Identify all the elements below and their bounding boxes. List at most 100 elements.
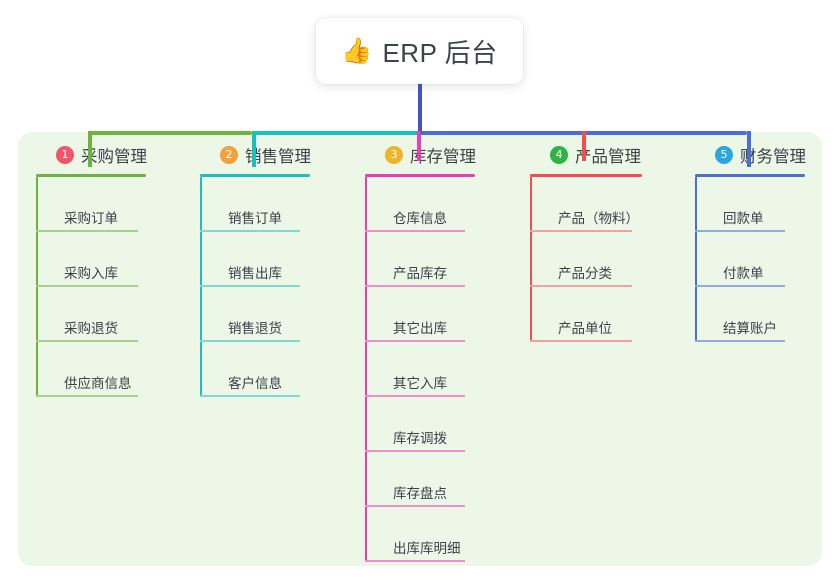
branch-item[interactable]: 产品分类 (530, 232, 642, 287)
branch-drop-line (747, 131, 751, 167)
branch-item-label: 销售出库 (228, 266, 282, 281)
branch-item[interactable]: 采购入库 (36, 232, 147, 287)
branch-item[interactable]: 销售退货 (200, 287, 311, 342)
branch-item-list: 产品（物料） 产品分类产品单位 (530, 177, 642, 342)
branch-item[interactable]: 库存调拨 (365, 397, 476, 452)
branch-item-rule (695, 340, 785, 342)
branch-item[interactable]: 其它出库 (365, 287, 476, 342)
branch-column-1: 1 采购管理采购订单采购入库采购退货供应商信息 (36, 140, 147, 397)
branch-item-label: 出库库明细 (393, 541, 461, 556)
branch-drop-line (582, 131, 586, 161)
branch-item-rule (200, 230, 300, 232)
bus-segment (88, 131, 252, 135)
branch-item-label: 销售退货 (228, 321, 282, 336)
branch-column-5: 5 财务管理回款单付款单结算账户 (695, 140, 806, 342)
branch-spine-line (365, 177, 367, 562)
branch-item-rule (530, 340, 632, 342)
branch-item-label: 其它入库 (393, 376, 447, 391)
branch-header[interactable]: 2 销售管理 (200, 140, 311, 170)
branch-item-label: 销售订单 (228, 211, 282, 226)
branch-item-label: 结算账户 (723, 321, 777, 336)
branch-item-label: 回款单 (723, 211, 764, 226)
branch-number-badge: 4 (550, 146, 568, 164)
branch-header-rule (695, 174, 805, 177)
branch-header[interactable]: 3 库存管理 (365, 140, 476, 170)
branch-item-rule (365, 230, 465, 232)
root-title: ERP 后台 (382, 37, 498, 68)
branch-item-list: 回款单付款单结算账户 (695, 177, 806, 342)
branch-item[interactable]: 产品（物料） (530, 177, 642, 232)
branch-item-list: 仓库信息产品库存其它出库其它入库库存调拨库存盘点出库库明细 (365, 177, 476, 562)
thumbs-up-icon: 👍 (341, 36, 373, 65)
branch-item[interactable]: 付款单 (695, 232, 806, 287)
branch-column-3: 3 库存管理仓库信息产品库存其它出库其它入库库存调拨库存盘点出库库明细 (365, 140, 476, 562)
branch-item-rule (365, 505, 465, 507)
branch-header[interactable]: 5 财务管理 (695, 140, 806, 170)
branch-header-rule (365, 174, 475, 177)
branch-number-badge: 3 (385, 146, 403, 164)
branch-spine-line (530, 177, 532, 342)
branch-title: 采购管理 (81, 148, 147, 166)
branch-item-rule (200, 395, 300, 397)
branch-item-label: 产品（物料） (558, 211, 639, 226)
branch-item-rule (36, 340, 138, 342)
branch-item-label: 产品库存 (393, 266, 447, 281)
bus-segment (252, 131, 418, 135)
branch-item-rule (530, 285, 632, 287)
branch-title: 财务管理 (740, 148, 806, 166)
branch-header[interactable]: 4 产品管理 (530, 140, 642, 170)
branch-item[interactable]: 销售出库 (200, 232, 311, 287)
branch-item[interactable]: 出库库明细 (365, 507, 476, 562)
branch-header-rule (200, 174, 310, 177)
branch-title: 产品管理 (575, 148, 641, 166)
branch-header[interactable]: 1 采购管理 (36, 140, 147, 170)
branch-column-2: 2 销售管理销售订单销售出库销售退货客户信息 (200, 140, 311, 397)
branch-item-rule (200, 340, 300, 342)
branch-drop-line (252, 131, 256, 167)
branch-title: 库存管理 (410, 148, 476, 166)
branch-number-badge: 5 (715, 146, 733, 164)
branch-number-badge: 2 (220, 146, 238, 164)
branch-column-4: 4 产品管理产品（物料） 产品分类产品单位 (530, 140, 642, 342)
branch-item-rule (365, 285, 465, 287)
branch-item-label: 采购入库 (64, 266, 118, 281)
branch-item[interactable]: 仓库信息 (365, 177, 476, 232)
branch-item[interactable]: 销售订单 (200, 177, 311, 232)
branch-item[interactable]: 客户信息 (200, 342, 311, 397)
branch-item-label: 供应商信息 (64, 376, 132, 391)
branch-item-label: 付款单 (723, 266, 764, 281)
branch-title: 销售管理 (245, 148, 311, 166)
root-connector-vertical (418, 84, 422, 134)
branch-item-list: 采购订单采购入库采购退货供应商信息 (36, 177, 147, 397)
branch-item-rule (365, 450, 465, 452)
branch-item[interactable]: 采购订单 (36, 177, 147, 232)
branch-item[interactable]: 供应商信息 (36, 342, 147, 397)
root-node[interactable]: 👍 ERP 后台 (316, 18, 523, 84)
branch-item-rule (365, 395, 465, 397)
branch-item-rule (695, 230, 785, 232)
branch-item-rule (36, 285, 138, 287)
branch-item[interactable]: 产品库存 (365, 232, 476, 287)
branch-drop-line (88, 131, 92, 167)
branch-item[interactable]: 产品单位 (530, 287, 642, 342)
branch-item-label: 仓库信息 (393, 211, 447, 226)
branch-item-label: 产品单位 (558, 321, 612, 336)
branch-item[interactable]: 回款单 (695, 177, 806, 232)
branch-item[interactable]: 库存盘点 (365, 452, 476, 507)
branch-item[interactable]: 其它入库 (365, 342, 476, 397)
branch-drop-line (417, 131, 421, 161)
branch-item-rule (36, 230, 138, 232)
branch-item[interactable]: 结算账户 (695, 287, 806, 342)
diagram-panel (18, 132, 822, 566)
branch-number-badge: 1 (56, 146, 74, 164)
branch-item-label: 采购订单 (64, 211, 118, 226)
branch-spine-line (695, 177, 697, 342)
branch-item[interactable]: 采购退货 (36, 287, 147, 342)
branch-item-rule (200, 285, 300, 287)
branch-item-rule (530, 230, 632, 232)
branch-header-rule (36, 174, 146, 177)
branch-item-rule (365, 340, 465, 342)
branch-spine-line (36, 177, 38, 397)
branch-header-rule (530, 174, 642, 177)
